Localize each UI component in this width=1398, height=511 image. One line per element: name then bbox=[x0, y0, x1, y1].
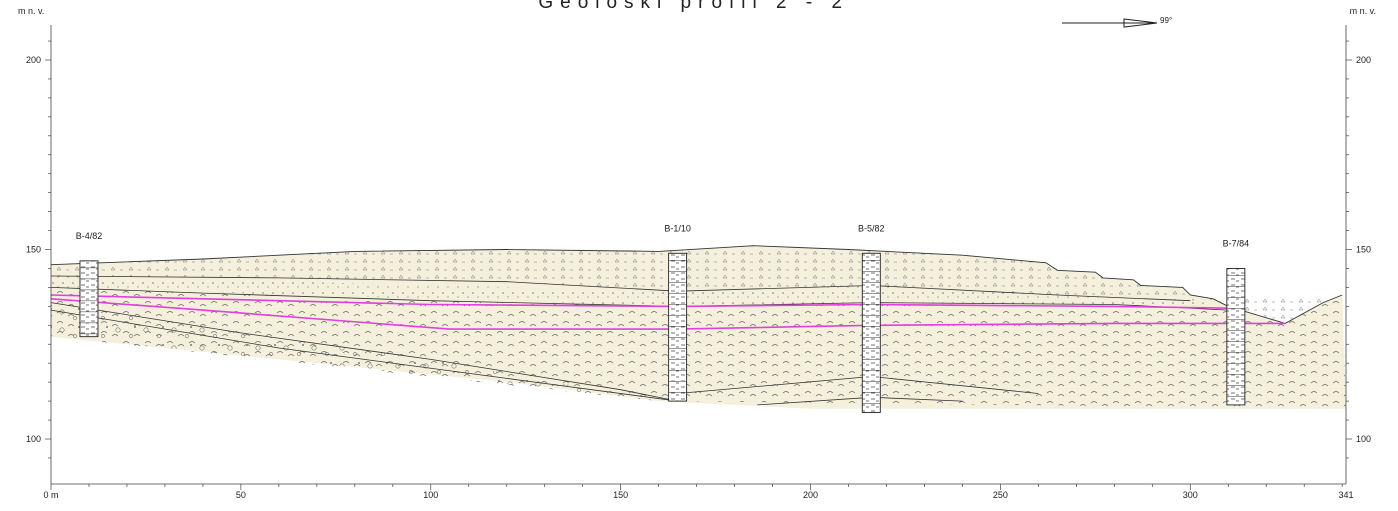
borehole-label: B-7/84 bbox=[1223, 238, 1250, 248]
north-arrow-icon bbox=[1062, 18, 1158, 28]
y-tick-label-right: 100 bbox=[1356, 434, 1371, 444]
borehole-log-pattern bbox=[668, 253, 687, 402]
x-tick-label: 0 m bbox=[43, 490, 58, 500]
layer-boundary bbox=[50, 302, 678, 402]
x-tick-label: 300 bbox=[1183, 490, 1198, 500]
left-axis-unit: m n. v. bbox=[18, 6, 45, 16]
right-axis-unit: m n. v. bbox=[1349, 6, 1376, 16]
borehole-label: B-5/82 bbox=[858, 223, 885, 233]
borehole-label: B-1/10 bbox=[664, 223, 691, 233]
y-tick-label-left: 200 bbox=[26, 55, 41, 65]
x-tick-label: 50 bbox=[236, 490, 246, 500]
layer-pattern-top bbox=[51, 245, 1343, 324]
borehole-log-pattern bbox=[1226, 268, 1245, 405]
y-tick-label-right: 150 bbox=[1356, 245, 1371, 255]
azimuth-label: 99° bbox=[1160, 16, 1173, 25]
layer-boundary bbox=[50, 309, 678, 402]
x-tick-label: 200 bbox=[803, 490, 818, 500]
x-tick-label: 150 bbox=[613, 490, 628, 500]
y-tick-label-right: 200 bbox=[1356, 55, 1371, 65]
borehole-log-pattern bbox=[79, 260, 98, 337]
x-tick-label: 250 bbox=[993, 490, 1008, 500]
x-tick-label: 341 bbox=[1338, 490, 1353, 500]
ground-surface-line bbox=[50, 245, 1343, 324]
x-tick-label: 100 bbox=[423, 490, 438, 500]
borehole-label: B-4/82 bbox=[76, 231, 103, 241]
profile-title: Geološki profil 2 - 2' bbox=[538, 0, 860, 13]
layer-pattern-clay bbox=[51, 287, 1346, 409]
layer-pattern-sand bbox=[51, 276, 1229, 307]
y-tick-label-left: 150 bbox=[26, 245, 41, 255]
y-tick-label-left: 100 bbox=[26, 434, 41, 444]
borehole-log-pattern bbox=[862, 253, 881, 413]
